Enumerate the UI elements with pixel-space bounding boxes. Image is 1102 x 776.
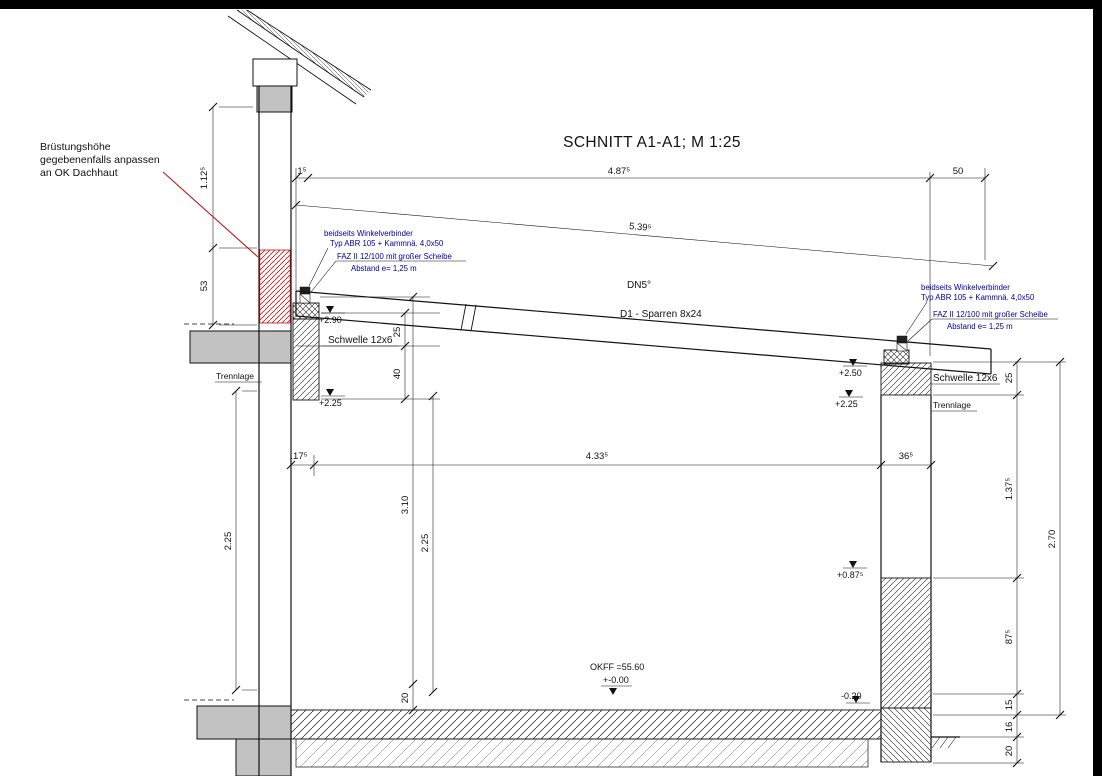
sill-left-label: Schwelle 12x6 bbox=[328, 335, 393, 346]
roof-pitch-label: DN5° bbox=[627, 280, 651, 291]
connector-left-line1: beidseits Winkelverbinder bbox=[324, 229, 413, 238]
elevation-value: +2.25 bbox=[835, 399, 858, 409]
right-wall-masonry bbox=[880, 577, 932, 709]
parapet-cap-block bbox=[256, 85, 293, 113]
dim-top-left: 1⁵ bbox=[297, 166, 306, 177]
floor-zero-label: +-0.00 bbox=[603, 675, 629, 685]
elevation-value: +2.25 bbox=[319, 398, 342, 408]
dim-width-left: .17⁵ bbox=[290, 451, 307, 462]
elevation-left-low: +2.25 bbox=[319, 389, 345, 408]
left-wall-head bbox=[292, 286, 320, 401]
elevation-value: -0.20 bbox=[841, 691, 862, 701]
elevation-value: +0.87⁵ bbox=[837, 570, 864, 580]
floor-sub-layer bbox=[295, 738, 869, 768]
parapet-note: Brüstungshöhe gegebenenfalls anpassen an… bbox=[40, 141, 259, 258]
existing-slab-lower bbox=[196, 705, 292, 740]
parapet-adjust-zone bbox=[259, 249, 291, 324]
dim-screed: 20 bbox=[400, 693, 411, 704]
separation-right-label: Trennlage bbox=[933, 400, 971, 410]
soil-hatch bbox=[931, 736, 957, 749]
elevation-right-floor: -0.20 bbox=[841, 691, 870, 704]
dim-left-room: 2.25 bbox=[223, 386, 257, 695]
right-wall-head bbox=[880, 362, 932, 396]
drawing-title: SCHNITT A1-A1; M 1:25 bbox=[563, 134, 741, 151]
dim-total-room: 3.10 bbox=[400, 496, 411, 515]
floor-level-marker: OKFF =55.60 +-0.00 bbox=[590, 662, 644, 695]
sill-label-left: Schwelle 12x6 bbox=[297, 335, 399, 347]
sill-right-label: Schwelle 12x6 bbox=[933, 373, 998, 384]
elevation-right-mid: +2.25 bbox=[835, 390, 863, 409]
dim-layer-15: 15 bbox=[1004, 700, 1015, 711]
connector-right-line2: Typ ABR 105 + Kammnä. 4,0x50 bbox=[921, 293, 1035, 302]
connector-note-right: beidseits Winkelverbinder Typ ABR 105 + … bbox=[905, 283, 1058, 342]
dim-slope-length: 5.39⁵ bbox=[629, 221, 652, 234]
connector-right-line3: FAZ II 12/100 mit großer Scheibe bbox=[933, 310, 1048, 319]
dim-left-room-height: 2.25 bbox=[223, 532, 234, 551]
sill-label-right: Schwelle 12x6 bbox=[931, 373, 1000, 385]
dim-top-right: 50 bbox=[953, 166, 964, 177]
dim-right-lower: 87⁵ bbox=[1004, 630, 1015, 645]
elevation-value: +2.90 bbox=[319, 315, 342, 325]
angle-connector-right-icon bbox=[896, 335, 908, 344]
dim-left-parapet: 1.12⁵ 53 bbox=[199, 102, 257, 330]
parapet-note-line1: Brüstungshöhe bbox=[40, 141, 111, 153]
connector-left-line4: Abstand e= 1,25 m bbox=[351, 264, 417, 273]
existing-foundation-block bbox=[235, 738, 292, 776]
dim-slope: 5.39⁵ bbox=[291, 200, 998, 271]
parapet-note-leader bbox=[162, 171, 259, 258]
dim-clear-height: 2.25 bbox=[420, 391, 438, 697]
dim-top: 1⁵ 4.87⁵ 50 bbox=[291, 166, 990, 356]
parapet-note-line2: gegebenenfalls anpassen bbox=[40, 154, 160, 166]
dim-clear-room-height: 2.25 bbox=[420, 534, 431, 553]
rafter-d1 bbox=[295, 290, 992, 375]
connector-note-left: beidseits Winkelverbinder Typ ABR 105 + … bbox=[308, 229, 466, 293]
dim-right-upper: 1.37⁵ bbox=[1004, 478, 1015, 500]
parapet-cap bbox=[252, 58, 298, 87]
dim-parapet-upper: 1.12⁵ bbox=[199, 167, 210, 189]
dim-right-total: 2.70 bbox=[1047, 357, 1065, 720]
connector-right-line4: Abstand e= 1,25 m bbox=[947, 322, 1013, 331]
rafter-label: D1 - Sparren 8x24 bbox=[620, 309, 702, 320]
dim-layer-20: 20 bbox=[1004, 746, 1015, 757]
dim-top-main: 4.87⁵ bbox=[608, 166, 630, 177]
elevation-right-top: +2.50 bbox=[839, 359, 867, 378]
separation-left-label: Trennlage bbox=[216, 371, 254, 381]
existing-slab-upper bbox=[189, 330, 292, 364]
floor-level-label: OKFF =55.60 bbox=[590, 662, 644, 672]
connector-right-line1: beidseits Winkelverbinder bbox=[921, 283, 1010, 292]
elevation-left-top: +2.90 bbox=[319, 306, 345, 325]
dim-width-right: 36⁵ bbox=[899, 451, 914, 462]
dim-head-zone: 40 bbox=[392, 369, 403, 380]
existing-roof-edge bbox=[227, 9, 372, 105]
rafter-joint-mark bbox=[460, 303, 467, 331]
page-top-bar bbox=[0, 0, 1102, 9]
connector-left-line2: Typ ABR 105 + Kammnä. 4,0x50 bbox=[330, 239, 444, 248]
separation-label-left: Trennlage bbox=[215, 371, 262, 383]
dim-layer-16: 16 bbox=[1004, 722, 1015, 733]
right-wall bbox=[880, 335, 960, 763]
sill-right bbox=[883, 349, 910, 365]
dim-right-wall-chain: 25 1.37⁵ 87⁵ 15 16 20 bbox=[933, 357, 1066, 768]
elevation-right-low: +0.87⁵ bbox=[837, 561, 867, 580]
dim-total-height: 3.10 20 bbox=[320, 292, 430, 715]
dim-right-sill: 25 bbox=[1004, 373, 1015, 384]
connector-left-line3: FAZ II 12/100 mit großer Scheibe bbox=[337, 252, 452, 261]
right-wall-below-floor bbox=[880, 707, 932, 763]
dim-width-main: 4.33⁵ bbox=[586, 451, 608, 462]
parapet-wall bbox=[258, 86, 292, 776]
parapet-note-line3: an OK Dachhaut bbox=[40, 167, 118, 179]
separation-label-right: Trennlage bbox=[931, 400, 977, 412]
angle-connector-left-icon bbox=[299, 286, 311, 295]
floor-screed bbox=[290, 709, 882, 740]
dim-plan-width: .17⁵ 4.33⁵ 36⁵ bbox=[286, 451, 936, 476]
elevation-value: +2.50 bbox=[839, 368, 862, 378]
dim-right-total-height: 2.70 bbox=[1047, 530, 1058, 549]
page-right-bar bbox=[1093, 0, 1102, 776]
dim-sill-zone: 25 bbox=[392, 327, 403, 338]
dim-parapet-lower: 53 bbox=[199, 281, 210, 292]
